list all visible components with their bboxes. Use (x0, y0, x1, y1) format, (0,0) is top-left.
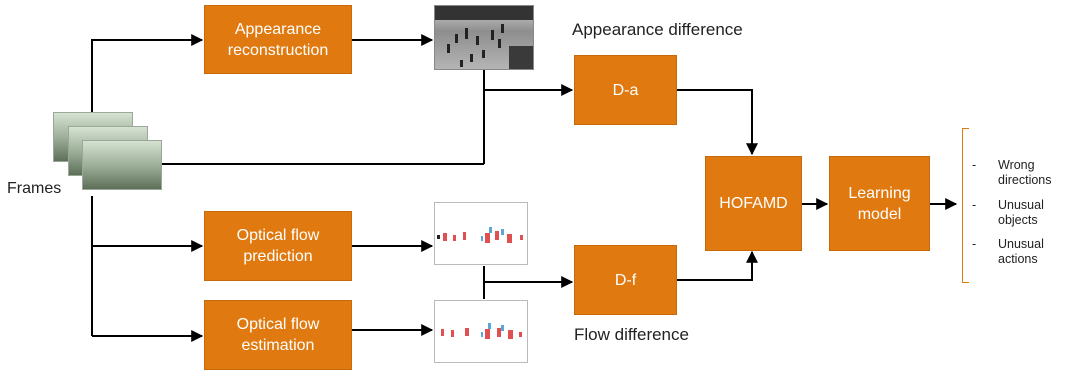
appearance-reconstruction-box: Appearance reconstruction (204, 5, 352, 74)
d-a-label: D-a (612, 81, 639, 99)
reconstructed-appearance-image (434, 5, 534, 70)
frames-label: Frames (7, 180, 62, 197)
optical-flow-estimation-box: Optical flow estimation (204, 300, 352, 370)
frame-image (82, 140, 162, 190)
d-f-label: D-f (614, 271, 637, 289)
optical-flow-prediction-box: Optical flow prediction (204, 211, 352, 281)
arrow-da-to-hofamd (677, 89, 758, 156)
appearance-difference-label: Appearance difference (572, 20, 743, 39)
predicted-flow-image (434, 202, 528, 265)
arrow-frames-to-appearance-reconstruction (91, 34, 204, 112)
crowd-silhouettes (435, 6, 533, 69)
flow-difference-label: Flow difference (574, 325, 689, 344)
hofamd-box: HOFAMD (705, 156, 802, 251)
optical-flow-estimation-label: Optical flow estimation (236, 316, 320, 354)
arrow-df-to-hofamd (677, 250, 758, 281)
d-a-box: D-a (574, 55, 677, 125)
outputs-list: - Wrong directions - Unusual objects - U… (962, 128, 1070, 283)
appearance-reconstruction-label: Appearance reconstruction (227, 20, 329, 59)
outputs-bracket (962, 128, 969, 283)
flow-blobs (437, 227, 523, 243)
learning-model-box: Learning model (829, 156, 930, 251)
learning-model-label: Learning model (848, 184, 911, 223)
d-f-box: D-f (574, 245, 677, 315)
flow-blobs (441, 323, 522, 339)
optical-flow-prediction-label: Optical flow prediction (236, 227, 320, 265)
hofamd-label: HOFAMD (719, 195, 788, 212)
estimated-flow-image (434, 300, 528, 363)
